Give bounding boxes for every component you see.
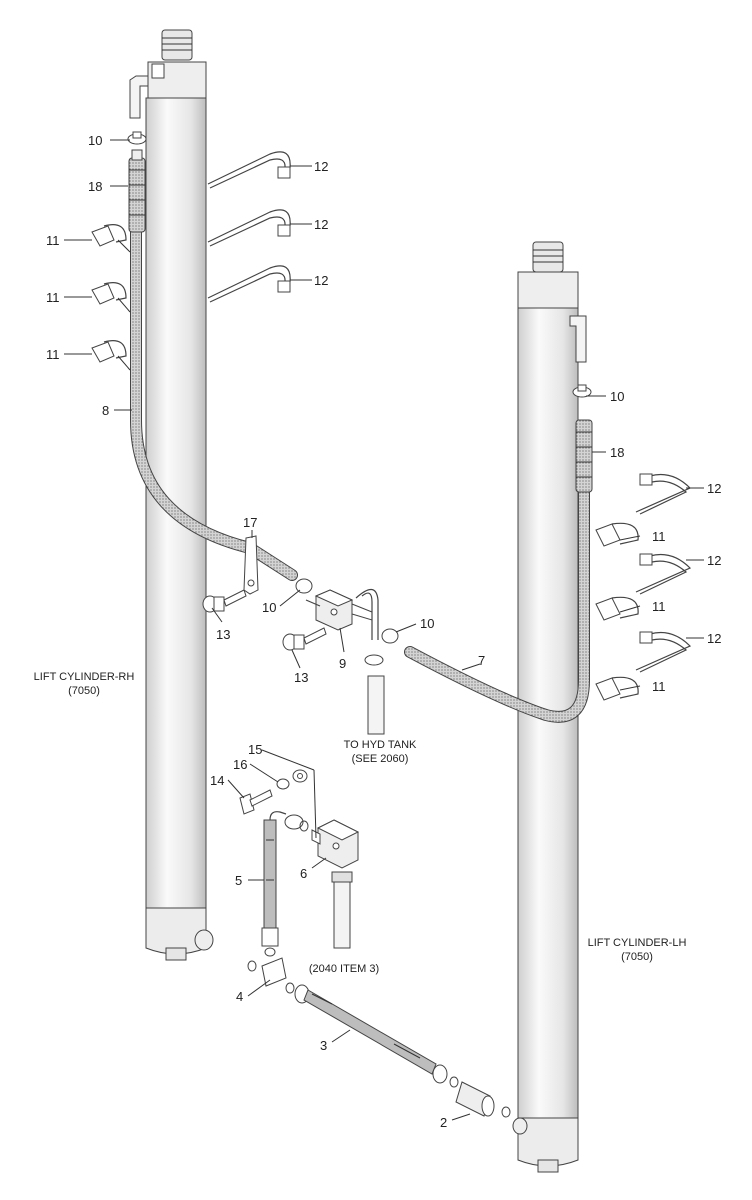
- callout-10: 10: [610, 389, 624, 404]
- caption-see-2060: (SEE 2060): [352, 753, 409, 765]
- callout-5: 5: [235, 873, 242, 888]
- bolt-14: [239, 789, 273, 815]
- callout-11: 11: [46, 347, 60, 362]
- block-6: [311, 819, 360, 869]
- caption-2040-item-3: (2040 ITEM 3): [309, 963, 379, 975]
- callout-15: 15: [248, 742, 262, 757]
- hose-clamp-10-mid-left: [295, 578, 313, 594]
- hose-8: [130, 224, 298, 581]
- callout-13: 13: [294, 670, 308, 685]
- callout-9: 9: [339, 656, 346, 671]
- hose-clamp-10-mid-right: [381, 628, 399, 644]
- callout-12: 12: [314, 159, 328, 174]
- callout-12: 12: [707, 631, 721, 646]
- bracket-17: [243, 535, 259, 595]
- callout-2: 2: [440, 1115, 447, 1130]
- hose-5: [261, 811, 304, 947]
- callout-11: 11: [652, 599, 666, 614]
- callout-11: 11: [46, 290, 60, 305]
- sleeve-18-left: [128, 149, 146, 233]
- callout-18: 18: [88, 179, 102, 194]
- hose-3: [294, 984, 459, 1088]
- callout-numbers: 10 18 11 11 11 8 12 12 12 17 13 13 10 9 …: [46, 133, 721, 1130]
- cable-ties-12-right: [635, 473, 692, 673]
- tee-fitting-4: [247, 947, 295, 994]
- callout-12: 12: [314, 217, 328, 232]
- caption-lift-cylinder-rh-ref: (7050): [68, 685, 100, 697]
- hose-clips-11-left: [91, 224, 127, 363]
- caption-lift-cylinder-lh: LIFT CYLINDER-LH: [588, 937, 687, 949]
- hose-7: [404, 482, 590, 723]
- cable-ties-12-left: [207, 151, 291, 303]
- callout-11: 11: [46, 233, 60, 248]
- leader-lines: [64, 139, 704, 1121]
- caption-lift-cylinder-lh-ref: (7050): [621, 951, 653, 963]
- tank-return-line: [367, 675, 385, 735]
- hose-clips-11-right: [595, 522, 639, 701]
- callout-10: 10: [420, 616, 434, 631]
- bolt-13-upper: [202, 589, 247, 613]
- callout-17: 17: [243, 515, 257, 530]
- callout-12: 12: [707, 553, 721, 568]
- callout-18: 18: [610, 445, 624, 460]
- callout-11: 11: [652, 679, 666, 694]
- callout-6: 6: [300, 866, 307, 881]
- callout-4: 4: [236, 989, 243, 1004]
- callout-8: 8: [102, 403, 109, 418]
- hose-clamp-10-left-top: [127, 131, 147, 145]
- callout-12: 12: [707, 481, 721, 496]
- bolt-13-lower: [282, 627, 327, 651]
- callout-11: 11: [652, 529, 666, 544]
- washer-16: [276, 778, 290, 790]
- tee-block-9: [305, 588, 384, 666]
- callout-10: 10: [88, 133, 102, 148]
- hose-clamp-10-right-top: [572, 384, 592, 398]
- callout-10: 10: [262, 600, 276, 615]
- sleeve-18-right: [575, 419, 593, 493]
- callout-14: 14: [210, 773, 224, 788]
- washer-15: [292, 769, 308, 783]
- fitting-2: [455, 1081, 511, 1118]
- caption-lift-cylinder-rh: LIFT CYLINDER-RH: [34, 671, 135, 683]
- callout-13: 13: [216, 627, 230, 642]
- oring-5-upper: [299, 820, 309, 832]
- callout-16: 16: [233, 757, 247, 772]
- caption-to-hyd-tank: TO HYD TANK: [344, 739, 417, 751]
- callout-12: 12: [314, 273, 328, 288]
- line-to-2040: [331, 871, 353, 949]
- callout-3: 3: [320, 1038, 327, 1053]
- lift-cylinder-rh: [129, 29, 214, 961]
- callout-7: 7: [478, 653, 485, 668]
- captions: LIFT CYLINDER-RH (7050) TO HYD TANK (SEE…: [34, 671, 687, 975]
